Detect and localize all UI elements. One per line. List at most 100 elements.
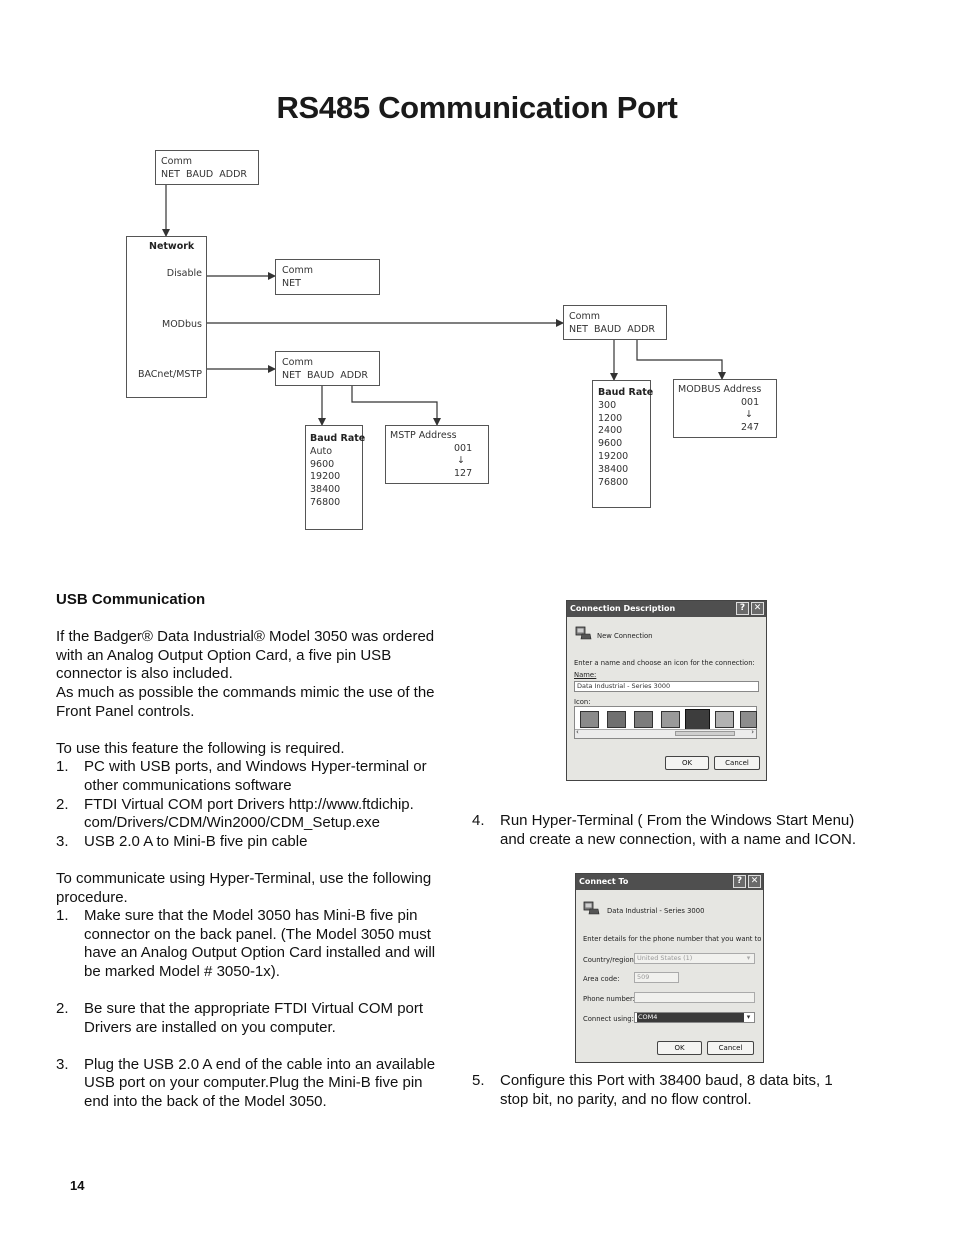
item-line: com/Drivers/CDM/Win2000/CDM_Setup.exe xyxy=(84,814,380,832)
scroll-right-icon[interactable]: › xyxy=(751,728,754,736)
name-label: Name: xyxy=(574,671,597,679)
step-5: 5. Configure this Port with 38400 baud, … xyxy=(472,1072,912,1109)
step-number: 3. xyxy=(56,1055,69,1073)
connection-icon-option[interactable] xyxy=(607,711,626,728)
section-heading: USB Communication xyxy=(56,591,206,608)
item-line: USB 2.0 A to Mini-B five pin cable xyxy=(84,832,308,850)
scroll-left-icon[interactable]: ‹ xyxy=(576,728,579,736)
modbus-address-heading: MODBUS Address xyxy=(678,384,762,395)
connection-icon-option[interactable] xyxy=(580,711,599,728)
item-line: PC with USB ports, and Windows Hyper-ter… xyxy=(84,758,427,776)
network-box: Network Disable MODbus BACnet/MSTP xyxy=(126,236,207,398)
icon-scrollbar[interactable]: ‹ › xyxy=(575,728,756,738)
bacnet-baud-value: Auto xyxy=(310,445,333,457)
mstp-address-box: MSTP Address 001 ↓ 127 xyxy=(385,425,489,484)
step-line: Configure this Port with 38400 baud, 8 d… xyxy=(500,1072,833,1089)
requirement-item: 3. USB 2.0 A to Mini-B five pin cable xyxy=(56,833,461,852)
bacnet-baud-value: 76800 xyxy=(310,496,341,508)
comm-disable-box: Comm NET xyxy=(275,259,380,295)
comm-bacnet-box: Comm NET BAUD ADDR xyxy=(275,351,380,386)
intro-line: Front Panel controls. xyxy=(56,702,195,720)
modbus-baud-value: 19200 xyxy=(598,450,629,462)
modbus-address-box: MODBUS Address 001 ↓ 247 xyxy=(673,379,777,438)
modbus-baud-value: 1200 xyxy=(598,412,623,424)
connection-icon-option[interactable] xyxy=(740,711,757,728)
step-line: be marked Model # 3050-1x). xyxy=(84,962,280,980)
step-number: 5. xyxy=(472,1072,485,1089)
phone-connection-icon xyxy=(575,626,592,640)
connection-icon-option[interactable] xyxy=(715,711,734,728)
comm-modbus-box: Comm NET BAUD ADDR xyxy=(563,305,667,340)
area-code-label: Area code: xyxy=(583,975,620,983)
phone-number-input[interactable] xyxy=(634,992,755,1003)
usb-communication-section: USB Communication If the Badger® Data In… xyxy=(56,591,461,1112)
cancel-button[interactable]: Cancel xyxy=(707,1041,754,1055)
modbus-address-to: 247 xyxy=(741,422,760,433)
item-line: FTDI Virtual COM port Drivers http://www… xyxy=(84,795,414,813)
step-line: connector on the back panel. (The Model … xyxy=(84,925,431,943)
comm-top-box: Comm NET BAUD ADDR xyxy=(155,150,259,185)
connect-to-dialog: Connect To ? ✕ Data Industrial - Series … xyxy=(575,873,764,1063)
intro-line: with an Analog Output Option Card, a fiv… xyxy=(56,646,392,664)
modbus-baud-value: 76800 xyxy=(598,476,629,488)
cancel-button[interactable]: Cancel xyxy=(714,756,760,770)
ok-button[interactable]: OK xyxy=(665,756,709,770)
comm-modbus-line-1: Comm xyxy=(569,311,600,322)
modbus-baud-value: 9600 xyxy=(598,438,623,450)
bacnet-baud-value: 38400 xyxy=(310,484,341,496)
connect-using-label: Connect using: xyxy=(583,1015,634,1023)
step-number: 1. xyxy=(56,907,69,925)
connect-using-value: COM4 xyxy=(637,1013,744,1022)
icon-picker[interactable]: ‹ › xyxy=(574,706,757,739)
item-line: other communications software xyxy=(84,776,292,794)
page-title: RS485 Communication Port xyxy=(276,90,678,125)
comm-modbus-line-2: NET BAUD ADDR xyxy=(569,323,656,335)
modbus-baud-value: 2400 xyxy=(598,425,623,437)
procedure-step: 2. Be sure that the appropriate FTDI Vir… xyxy=(56,1000,461,1037)
comm-top-line-2: NET BAUD ADDR xyxy=(161,168,248,180)
connection-name-input[interactable]: Data Industrial - Series 3000 xyxy=(574,681,759,692)
page-number: 14 xyxy=(70,1178,85,1193)
modbus-baud-heading: Baud Rate xyxy=(598,387,654,398)
dialog-title: Connect To xyxy=(579,877,629,886)
comm-bacnet-line-2: NET BAUD ADDR xyxy=(282,369,369,381)
connection-icon-option[interactable] xyxy=(634,711,653,728)
help-icon[interactable]: ? xyxy=(736,602,749,615)
step-line: Be sure that the appropriate FTDI Virtua… xyxy=(84,1000,424,1018)
chevron-down-icon[interactable]: ▾ xyxy=(746,1013,751,1021)
item-number: 3. xyxy=(56,832,69,850)
requirement-item: 2. FTDI Virtual COM port Drivers http://… xyxy=(56,796,461,833)
item-number: 2. xyxy=(56,795,69,813)
close-icon[interactable]: ✕ xyxy=(748,875,761,888)
area-code-input[interactable]: 509 xyxy=(634,972,679,983)
step-line: Make sure that the Model 3050 has Mini-B… xyxy=(84,907,418,925)
close-icon[interactable]: ✕ xyxy=(751,602,764,615)
procedure-step: 4. Run Hyper-Terminal ( From the Windows… xyxy=(472,812,912,849)
scroll-thumb[interactable] xyxy=(675,731,735,736)
mstp-address-from: 001 xyxy=(454,443,473,454)
modbus-baud-value: 38400 xyxy=(598,463,629,475)
step-line: end into the back of the Model 3050. xyxy=(84,1093,327,1111)
connection-icon-option-selected[interactable] xyxy=(685,709,710,730)
dialog-heading: New Connection xyxy=(597,632,653,640)
ok-button[interactable]: OK xyxy=(657,1041,702,1055)
network-option-bacnet: BACnet/MSTP xyxy=(137,369,202,380)
connect-using-select[interactable]: COM4 xyxy=(634,1012,755,1023)
help-icon[interactable]: ? xyxy=(733,875,746,888)
network-option-modbus: MODbus xyxy=(162,319,202,330)
procedure-intro-line: To communicate using Hyper-Terminal, use… xyxy=(56,869,432,887)
mstp-address-heading: MSTP Address xyxy=(390,430,457,441)
procedure-step: 1. Make sure that the Model 3050 has Min… xyxy=(56,907,461,981)
bacnet-baud-heading: Baud Rate xyxy=(310,433,366,444)
intro-line: As much as possible the commands mimic t… xyxy=(56,683,435,701)
procedure-step: 3. Plug the USB 2.0 A end of the cable i… xyxy=(56,1056,461,1112)
chevron-down-icon[interactable]: ▾ xyxy=(746,954,751,962)
country-select[interactable]: United States (1) xyxy=(634,953,755,964)
connection-icon-option[interactable] xyxy=(661,711,680,728)
network-heading: Network xyxy=(149,241,195,252)
step-number: 2. xyxy=(56,1000,69,1018)
step-line: Plug the USB 2.0 A end of the cable into… xyxy=(84,1055,436,1073)
icon-label: Icon: xyxy=(574,698,591,706)
dialog-titlebar: Connect To ? ✕ xyxy=(576,874,763,890)
intro-line: connector is also included. xyxy=(56,665,233,683)
